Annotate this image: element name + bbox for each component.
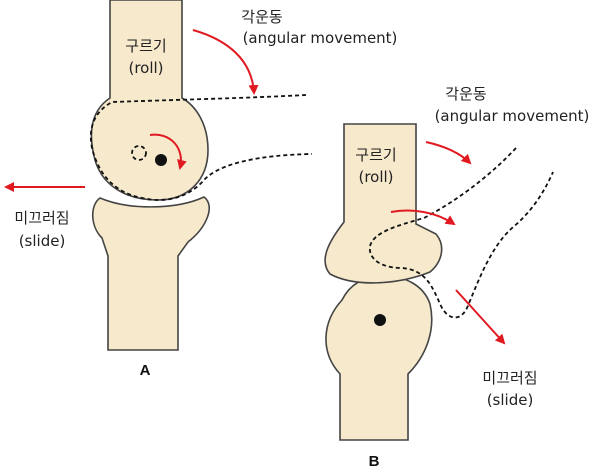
panel-b-angular-arrow [425,141,472,165]
panel-a-lower-bone [91,196,210,351]
panel-b-angular-label-en: (angular movement) [435,107,590,125]
panel-a-slide-label-en: (slide) [19,232,66,250]
panel-a-slide-label-ko: 미끄러짐 [14,209,69,227]
panel-a-angular-arrow [192,29,259,95]
panel-a-roll-label-ko: 구르기 [125,37,166,55]
panel-a-angular-label-en: (angular movement) [243,29,398,47]
panel-a-dashed-rotated-bone [90,94,313,201]
panel-a-roll-label-en: (roll) [128,59,163,77]
panel-a-angular-label-ko: 각운동 [241,8,283,26]
panel-a-roll-arrow [149,133,187,170]
panel-b-axis-dot [374,314,386,326]
panel-a-dashed-axis-circle [131,145,147,161]
panel-a-label: A [140,362,151,379]
panel-b-roll-label-en: (roll) [358,168,393,186]
panel-a-axis-dot [155,154,167,166]
panel-b-dashed-rotated-bone [368,147,554,319]
panel-b-roll-label-ko: 구르기 [355,146,396,164]
panel-b-slide-arrow [455,289,506,345]
panel-b-angular-label-ko: 각운동 [445,85,487,103]
panel-b-roll-arrow [390,209,456,226]
panel-a: 구르기 (roll) 각운동 (angular movement) 미끄러짐 (… [4,0,398,379]
panel-b-upper-bone [324,123,443,284]
panel-b: 구르기 (roll) 각운동 (angular movement) 미끄러짐 (… [324,85,590,470]
panel-b-lower-bone [325,275,433,441]
panel-b-label: B [369,453,380,470]
panel-b-slide-label-ko: 미끄러짐 [482,369,537,387]
panel-b-slide-label-en: (slide) [487,391,534,409]
